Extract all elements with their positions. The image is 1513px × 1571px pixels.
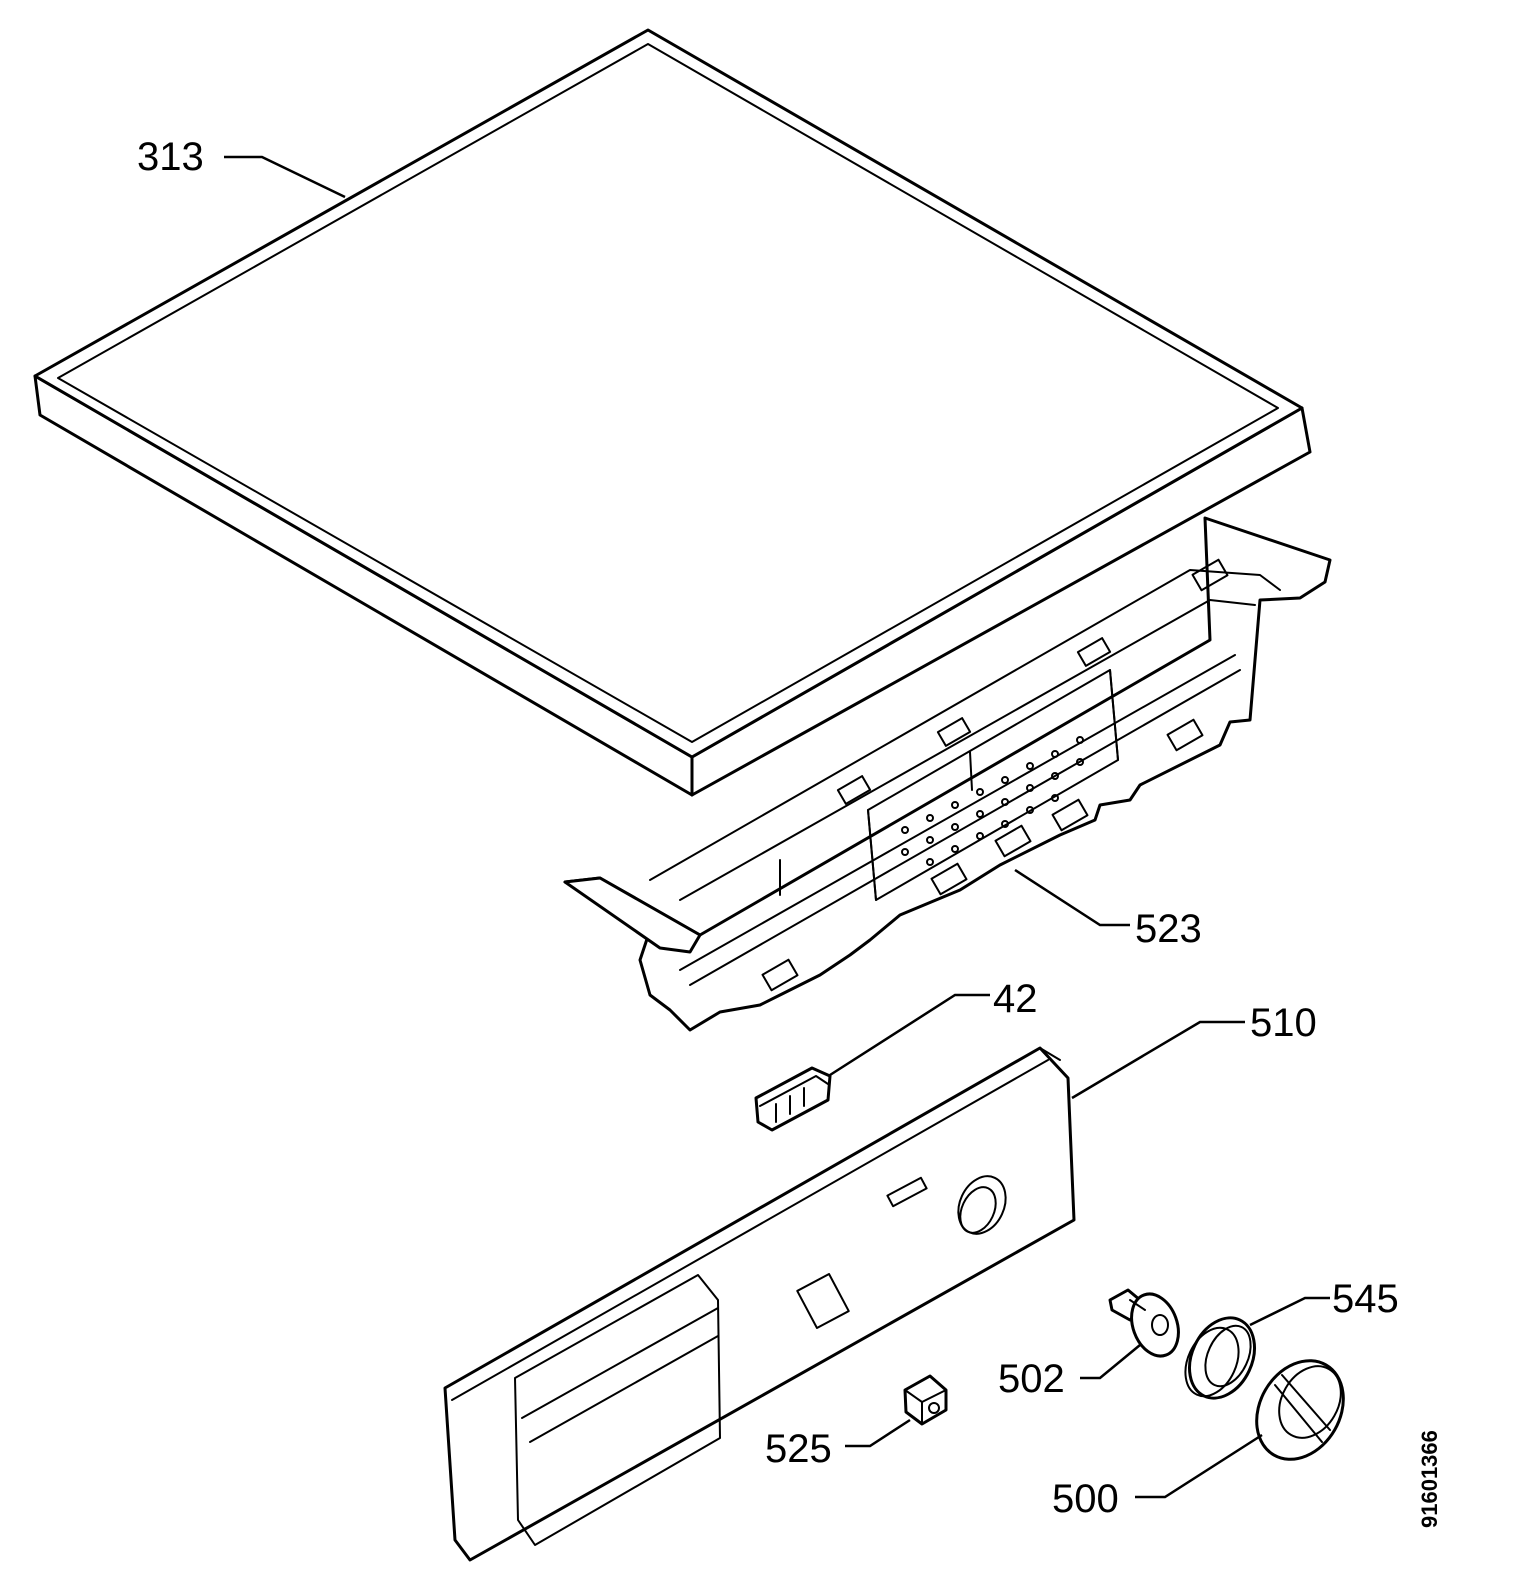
part-545-ring: [1184, 1316, 1256, 1400]
part-510-fascia: [443, 1046, 1076, 1562]
perforation-grid: [901, 736, 1084, 866]
label-523: 523: [1135, 907, 1202, 951]
label-502: 502: [998, 1357, 1065, 1401]
leader-lines: [224, 155, 1330, 1499]
label-545: 545: [1332, 1277, 1399, 1321]
label-42: 42: [993, 977, 1038, 1021]
part-313-worktop: [33, 28, 1312, 797]
part-500-knob: [1255, 1359, 1345, 1461]
label-525: 525: [765, 1427, 832, 1471]
label-510: 510: [1250, 1001, 1317, 1045]
part-42-clip: [754, 1066, 832, 1132]
part-523-panel-frame: [563, 516, 1332, 1032]
part-502-spindle: [1108, 1288, 1180, 1358]
label-500: 500: [1052, 1477, 1119, 1521]
document-number: 91601366: [1417, 1430, 1442, 1528]
label-313: 313: [137, 135, 204, 179]
part-525-push-button: [903, 1374, 948, 1426]
